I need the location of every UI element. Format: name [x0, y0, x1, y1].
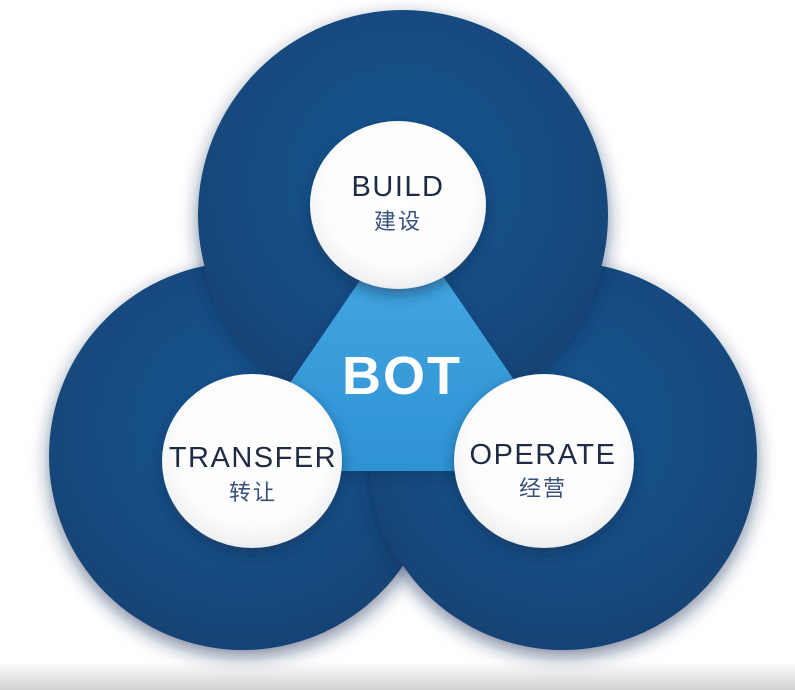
label-operate: OPERATE [470, 439, 617, 471]
floor-shadow-band [0, 662, 795, 690]
label-transfer: TRANSFER [169, 442, 337, 474]
label-bot-center: BOT [342, 346, 462, 406]
label-build-cn: 建设 [374, 209, 422, 234]
label-build: BUILD [352, 171, 445, 203]
hole-build [310, 121, 486, 289]
hole-transfer [162, 374, 342, 548]
label-operate-cn: 经营 [519, 476, 567, 501]
label-transfer-cn: 转让 [229, 480, 277, 505]
hole-operate [454, 374, 634, 548]
